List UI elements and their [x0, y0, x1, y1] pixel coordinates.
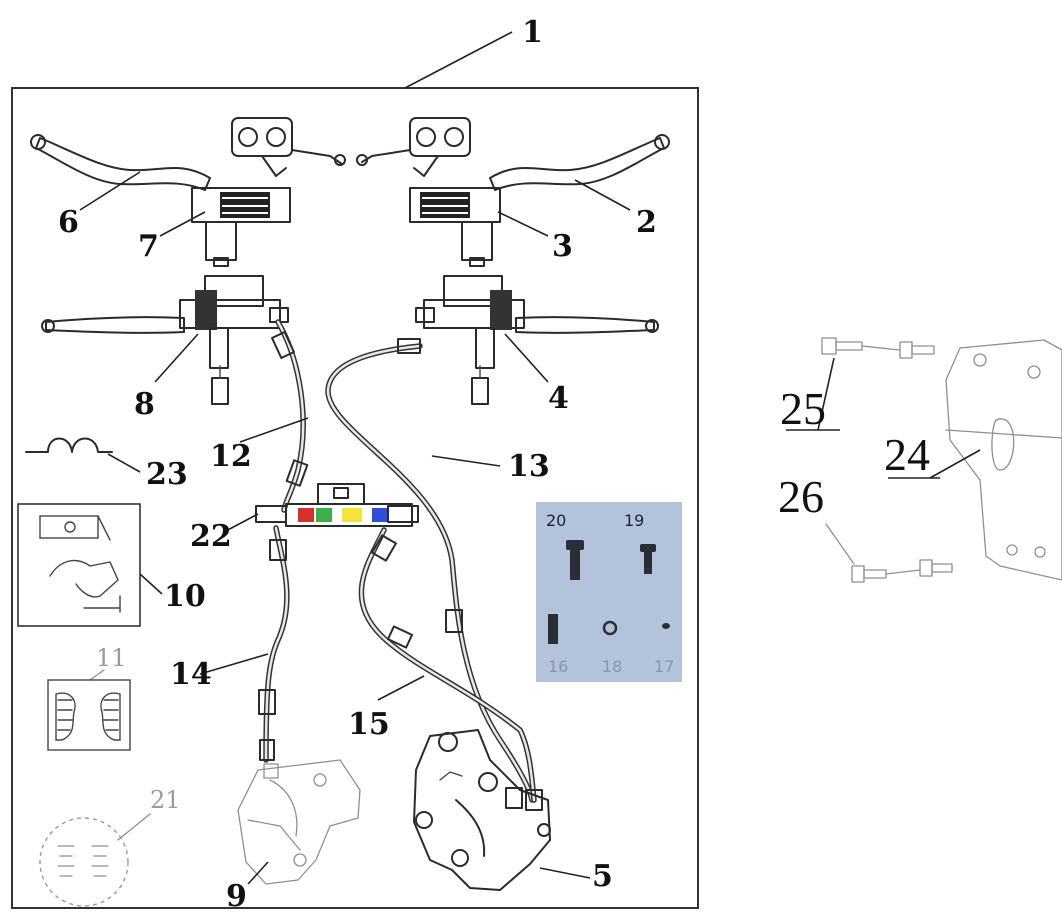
- lever-right-top: [489, 134, 670, 191]
- brake-hose-14: [258, 525, 290, 763]
- leader-11: [89, 669, 105, 681]
- callout-19: 19: [624, 511, 644, 530]
- callout-21: 21: [150, 786, 181, 814]
- part-10-box: [17, 503, 141, 627]
- callout-10: 10: [164, 579, 206, 614]
- bolt-26-b: [919, 559, 953, 577]
- reservoir-left-top: [231, 117, 346, 177]
- mounting-bracket-24: [945, 339, 1062, 581]
- leader-6: [79, 171, 141, 211]
- brake-caliper-5: [413, 729, 551, 891]
- leader-5: [539, 867, 591, 879]
- leader-8: [154, 333, 199, 383]
- callout-6: 6: [58, 205, 79, 240]
- brake-hose-12: [271, 319, 309, 513]
- leader-21: [117, 813, 151, 841]
- leader-26: [825, 523, 855, 565]
- leader-9: [247, 861, 269, 885]
- lever-right-lower: [515, 316, 659, 334]
- callout-4: 4: [548, 381, 569, 416]
- lever-left-lower: [41, 316, 185, 334]
- brake-caliper-9: [237, 759, 361, 885]
- hydraulic-distributor: [255, 483, 419, 527]
- leader-4: [504, 333, 549, 383]
- lever-left-top: [30, 134, 211, 191]
- fastener-photos: [548, 540, 670, 644]
- fastener-inset-panel: [536, 502, 682, 682]
- hose-clip-23: [25, 437, 113, 453]
- callout-7: 7: [138, 229, 159, 264]
- callout-5: 5: [592, 859, 613, 894]
- callout-22: 22: [190, 519, 232, 554]
- callout-12: 12: [210, 439, 252, 474]
- callout-23: 23: [146, 457, 188, 492]
- assembly-frame: [11, 87, 699, 909]
- callout-18: 18: [602, 657, 622, 676]
- brake-pads-11: [55, 692, 121, 741]
- leader-22: [223, 513, 259, 533]
- leader-15: [377, 675, 425, 701]
- callout-16: 16: [548, 657, 568, 676]
- callout-25: 25: [780, 383, 826, 434]
- brake-hose-15: [358, 527, 537, 803]
- master-cylinder-right: [409, 187, 501, 267]
- bolt-25-a: [821, 337, 863, 355]
- bolt-25-link: [861, 345, 901, 351]
- leader-2: [574, 179, 631, 211]
- callout-9: 9: [226, 879, 247, 914]
- master-cylinder-left-lower: [179, 275, 289, 405]
- bolt-26-a: [851, 565, 887, 583]
- leader-12: [239, 417, 309, 443]
- callout-20: 20: [546, 511, 566, 530]
- leader-3: [497, 211, 549, 237]
- master-cylinder-right-lower: [415, 275, 525, 405]
- callout-2: 2: [636, 205, 657, 240]
- callout-24: 24: [884, 429, 930, 480]
- brake-hose-13: [325, 338, 535, 803]
- callout-1: 1: [522, 15, 543, 50]
- callout-3: 3: [552, 229, 573, 264]
- pad-kit-21: [39, 817, 129, 907]
- callout-17: 17: [654, 657, 674, 676]
- callout-8: 8: [134, 387, 155, 422]
- leader-14: [199, 653, 269, 675]
- callout-14: 14: [170, 657, 212, 692]
- callout-15: 15: [348, 707, 390, 742]
- callout-11: 11: [96, 644, 127, 672]
- leader-24-diag: [929, 449, 981, 479]
- bracket-set-10: [39, 515, 121, 613]
- leader-13: [431, 455, 501, 467]
- callout-26: 26: [778, 471, 824, 522]
- leader-7: [159, 211, 206, 237]
- reservoir-right-top: [356, 117, 471, 177]
- master-cylinder-left: [191, 187, 291, 267]
- callout-13: 13: [508, 449, 550, 484]
- leader-1: [404, 31, 513, 89]
- bolt-25-b: [899, 341, 935, 359]
- leader-10: [139, 573, 163, 595]
- part-11-box: [47, 679, 131, 751]
- leader-23: [107, 453, 141, 473]
- leader-25-diag: [817, 357, 835, 431]
- bolt-26-link: [885, 569, 921, 575]
